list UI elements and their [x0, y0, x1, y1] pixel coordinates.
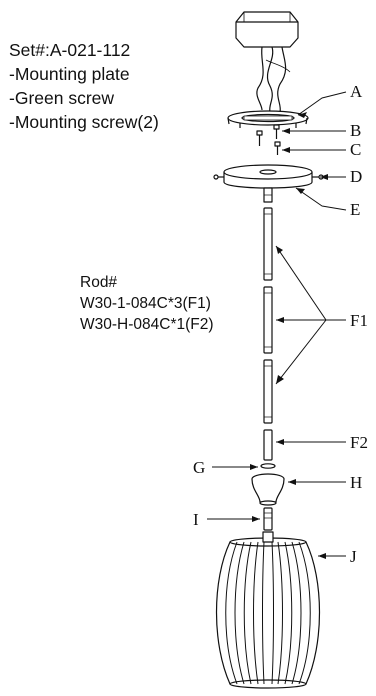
callout-labels: A B C D E F1 F2 G H I J: [193, 82, 368, 566]
set-item-green-screw: -Green screw: [9, 88, 115, 108]
washer: [260, 463, 276, 469]
cage-shade: [215, 531, 321, 689]
callout-d: D: [350, 167, 362, 186]
rod-f1-lower: [263, 359, 273, 424]
cone-cap: [251, 473, 285, 506]
set-info: Set#:A-021-112 -Mounting plate -Green sc…: [9, 38, 159, 134]
callout-b: B: [350, 121, 361, 140]
callout-g: G: [193, 458, 205, 477]
callout-j: J: [350, 547, 357, 566]
callout-a: A: [350, 82, 363, 101]
rod-line-f2: W30-H-084C*1(F2): [80, 316, 214, 333]
rod-line-f1: W30-1-084C*3(F1): [80, 295, 211, 312]
callout-f1: F1: [350, 311, 368, 330]
threaded-nipple: [263, 507, 273, 531]
callout-c: C: [350, 140, 361, 159]
callout-f2: F2: [350, 433, 368, 452]
junction-box: [235, 11, 299, 48]
mounting-screws: [256, 130, 281, 155]
supply-wires: [256, 46, 291, 113]
mounting-plate: [227, 110, 309, 128]
set-title: Set#:A-021-112: [9, 40, 131, 60]
callout-i: I: [193, 510, 199, 529]
top-coupler: [263, 187, 273, 203]
canopy: [213, 164, 324, 189]
rod-info: Rod# W30-1-084C*3(F1) W30-H-084C*1(F2): [80, 272, 214, 335]
callout-e: E: [350, 200, 360, 219]
rod-f1-middle: [263, 286, 273, 354]
set-item-mounting-plate: -Mounting plate: [9, 64, 130, 84]
rod-f1-upper: [263, 207, 273, 281]
green-screw: [273, 124, 280, 139]
rod-f2: [263, 429, 273, 461]
callout-h: H: [350, 473, 362, 492]
set-item-mounting-screw: -Mounting screw(2): [9, 112, 159, 132]
rod-title: Rod#: [80, 274, 118, 291]
arrowheads: [250, 112, 328, 559]
